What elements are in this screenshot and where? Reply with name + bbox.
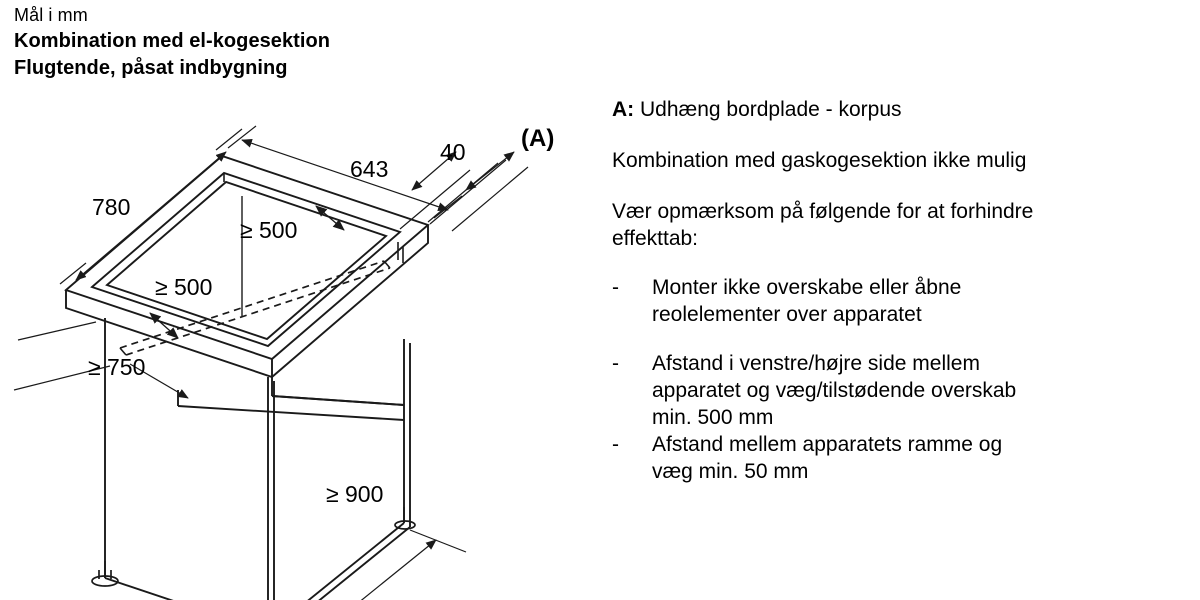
bullet-text-1: Monter ikke overskabe eller åbne reolele… [652,274,961,328]
bullet-marker: - [612,276,619,299]
label-500-depth: ≥ 500 [240,217,297,243]
bullet-text-2: Afstand i venstre/højre side mellem appa… [652,350,1016,431]
legend-row: A: Udhæng bordplade - korpus [612,96,1192,123]
carcass-front-stile [267,377,275,600]
downdraft-slot-end-ticks [119,260,391,356]
bullet-1-line1: Monter ikke overskabe eller åbne [652,276,962,299]
note-gas: Kombination med gaskogesektion ikke muli… [612,149,1027,172]
dimension-overhang-a [429,151,529,232]
warning-line1: Vær opmærksom på følgende for at forhind… [612,200,1034,223]
bullet-text-3: Afstand mellem apparatets ramme og væg m… [652,431,1002,485]
warning-line2: effekttab: [612,227,699,250]
dimension-750 [13,321,189,399]
bullet-3-line1: Afstand mellem apparatets ramme og [652,433,1003,456]
label-750: ≥ 750 [88,354,145,380]
units-note: Mål i mm [14,5,88,25]
worktop-top-face [64,154,430,361]
page-title-line1: Kombination med el-kogesektion [14,30,330,52]
worktop-thickness [65,225,429,379]
carcass-right-panel [307,339,411,600]
legend-text: Udhæng bordplade - korpus [640,98,902,121]
label-500-width: ≥ 500 [155,274,212,300]
label-780: 780 [92,194,130,220]
downdraft-slot-dashed [119,260,391,356]
cooktop-frame-outer [90,171,402,348]
bullet-2-line2: apparatet og væg/tilstødende overskab [652,379,1017,402]
bullet-2-line1: Afstand i venstre/højre side mellem [652,352,980,375]
bullet-marker: - [612,352,619,375]
carcass-inner-rail [177,377,405,421]
dimension-643 [227,125,463,219]
legend-key: A: [612,98,635,121]
bullet-item-1: - Monter ikke overskabe eller åbne reole… [612,274,1192,328]
dimension-780 [59,128,243,285]
spacer-2 [612,174,1192,198]
carcass-left-panel [104,318,174,600]
spacer-1 [612,123,1192,147]
dimension-900 [289,529,467,600]
bullet-1-line2: reolelementer over apparatet [652,303,922,326]
dimension-500-width [149,312,179,339]
heading-block: Mål i mm Kombination med el-kogesektion … [14,3,574,82]
page-title-line2: Flugtende, påsat indbygning [14,57,288,79]
leg-front-left [91,561,119,587]
leg-back-right [394,507,416,530]
installation-diagram: 780 643 40 ≥ 500 ≥ 500 ≥ 750 ≥ 900 (A) [0,100,600,600]
bullet-2-line3: min. 500 mm [652,406,774,429]
notes-panel: A: Udhæng bordplade - korpus Kombination… [612,96,1192,485]
carcass-inner-shelf [271,395,405,406]
label-40: 40 [440,139,466,165]
dimension-500-depth [315,205,345,231]
label-643: 643 [350,156,388,182]
label-callout-a: (A) [521,125,554,152]
label-900: ≥ 900 [326,481,383,507]
bullet-marker: - [612,433,619,456]
bullet-item-2: - Afstand i venstre/højre side mellem ap… [612,350,1192,431]
bullet-item-3: - Afstand mellem apparatets ramme og væg… [612,431,1192,485]
spacer-3 [612,252,1192,274]
slot-detail-ticks [397,242,404,263]
spacer-4 [612,328,1192,350]
bullet-3-line2: væg min. 50 mm [652,460,809,483]
